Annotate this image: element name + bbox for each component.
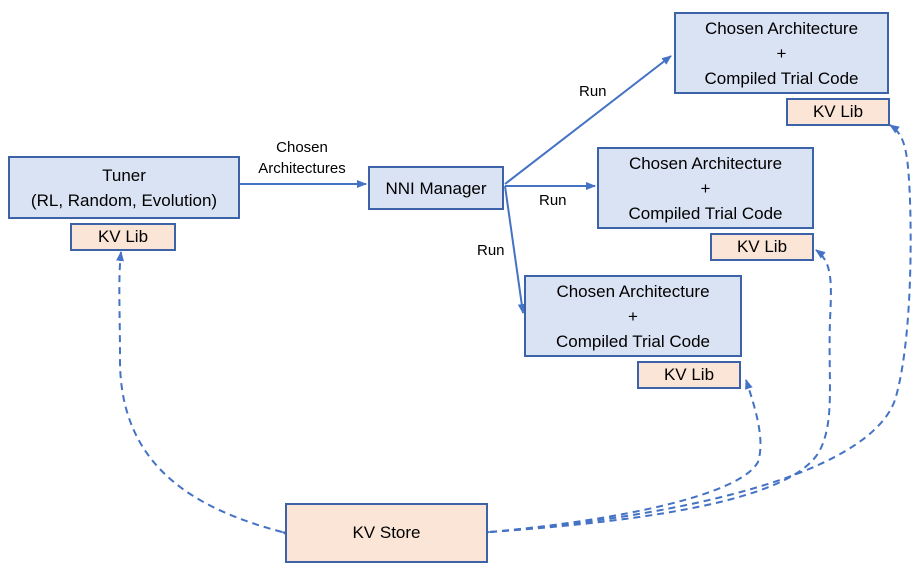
tuner-subtitle: (RL, Random, Evolution) [30,190,218,210]
chosen-label-line2: Architectures [258,160,346,177]
trial-top-line1: Chosen Architecture [704,18,859,38]
trial-bottom-line2: + [628,306,638,326]
trial-middle-line3: Compiled Trial Code [628,203,783,223]
nni-manager-box: NNI Manager [368,166,504,210]
trial-box-middle: Chosen Architecture + Compiled Trial Cod… [597,147,814,229]
trial-top-line3: Compiled Trial Code [704,68,859,88]
run-label-top: Run [579,83,607,100]
trial-middle-line2: + [700,178,711,198]
trial-bottom-line1: Chosen Architecture [556,281,710,301]
trial-middle-kv-lib: KV Lib [710,233,814,261]
nni-manager-label: NNI Manager [385,178,487,198]
kv-store-box: KV Store [285,503,488,563]
dashed-link-tuner-kvlib-store [116,251,292,539]
trial-bottom-kv-lib: KV Lib [637,361,741,389]
trial-bottom-line3: Compiled Trial Code [555,331,710,351]
tuner-kv-lib: KV Lib [70,223,176,251]
tuner-title: Tuner [102,165,146,185]
trial-box-top: Chosen Architecture + Compiled Trial Cod… [674,12,889,94]
chosen-label-line1: Chosen [276,139,328,156]
run-label-middle: Run [539,192,567,209]
dashed-link-trial-bottom-kvlib-store [489,379,762,533]
trial-middle-line1: Chosen Architecture [628,153,783,173]
tuner-box: Tuner (RL, Random, Evolution) [8,156,240,219]
trial-box-bottom: Chosen Architecture + Compiled Trial Cod… [524,275,742,357]
run-label-bottom: Run [477,242,505,259]
trial-top-kv-lib: KV Lib [786,98,890,126]
dashed-link-trial-top-kvlib-store [480,124,912,537]
chosen-architectures-label: Chosen Architectures [246,137,358,179]
arrow-manager-to-trial-bottom [504,185,526,314]
trial-top-line2: + [776,43,787,63]
